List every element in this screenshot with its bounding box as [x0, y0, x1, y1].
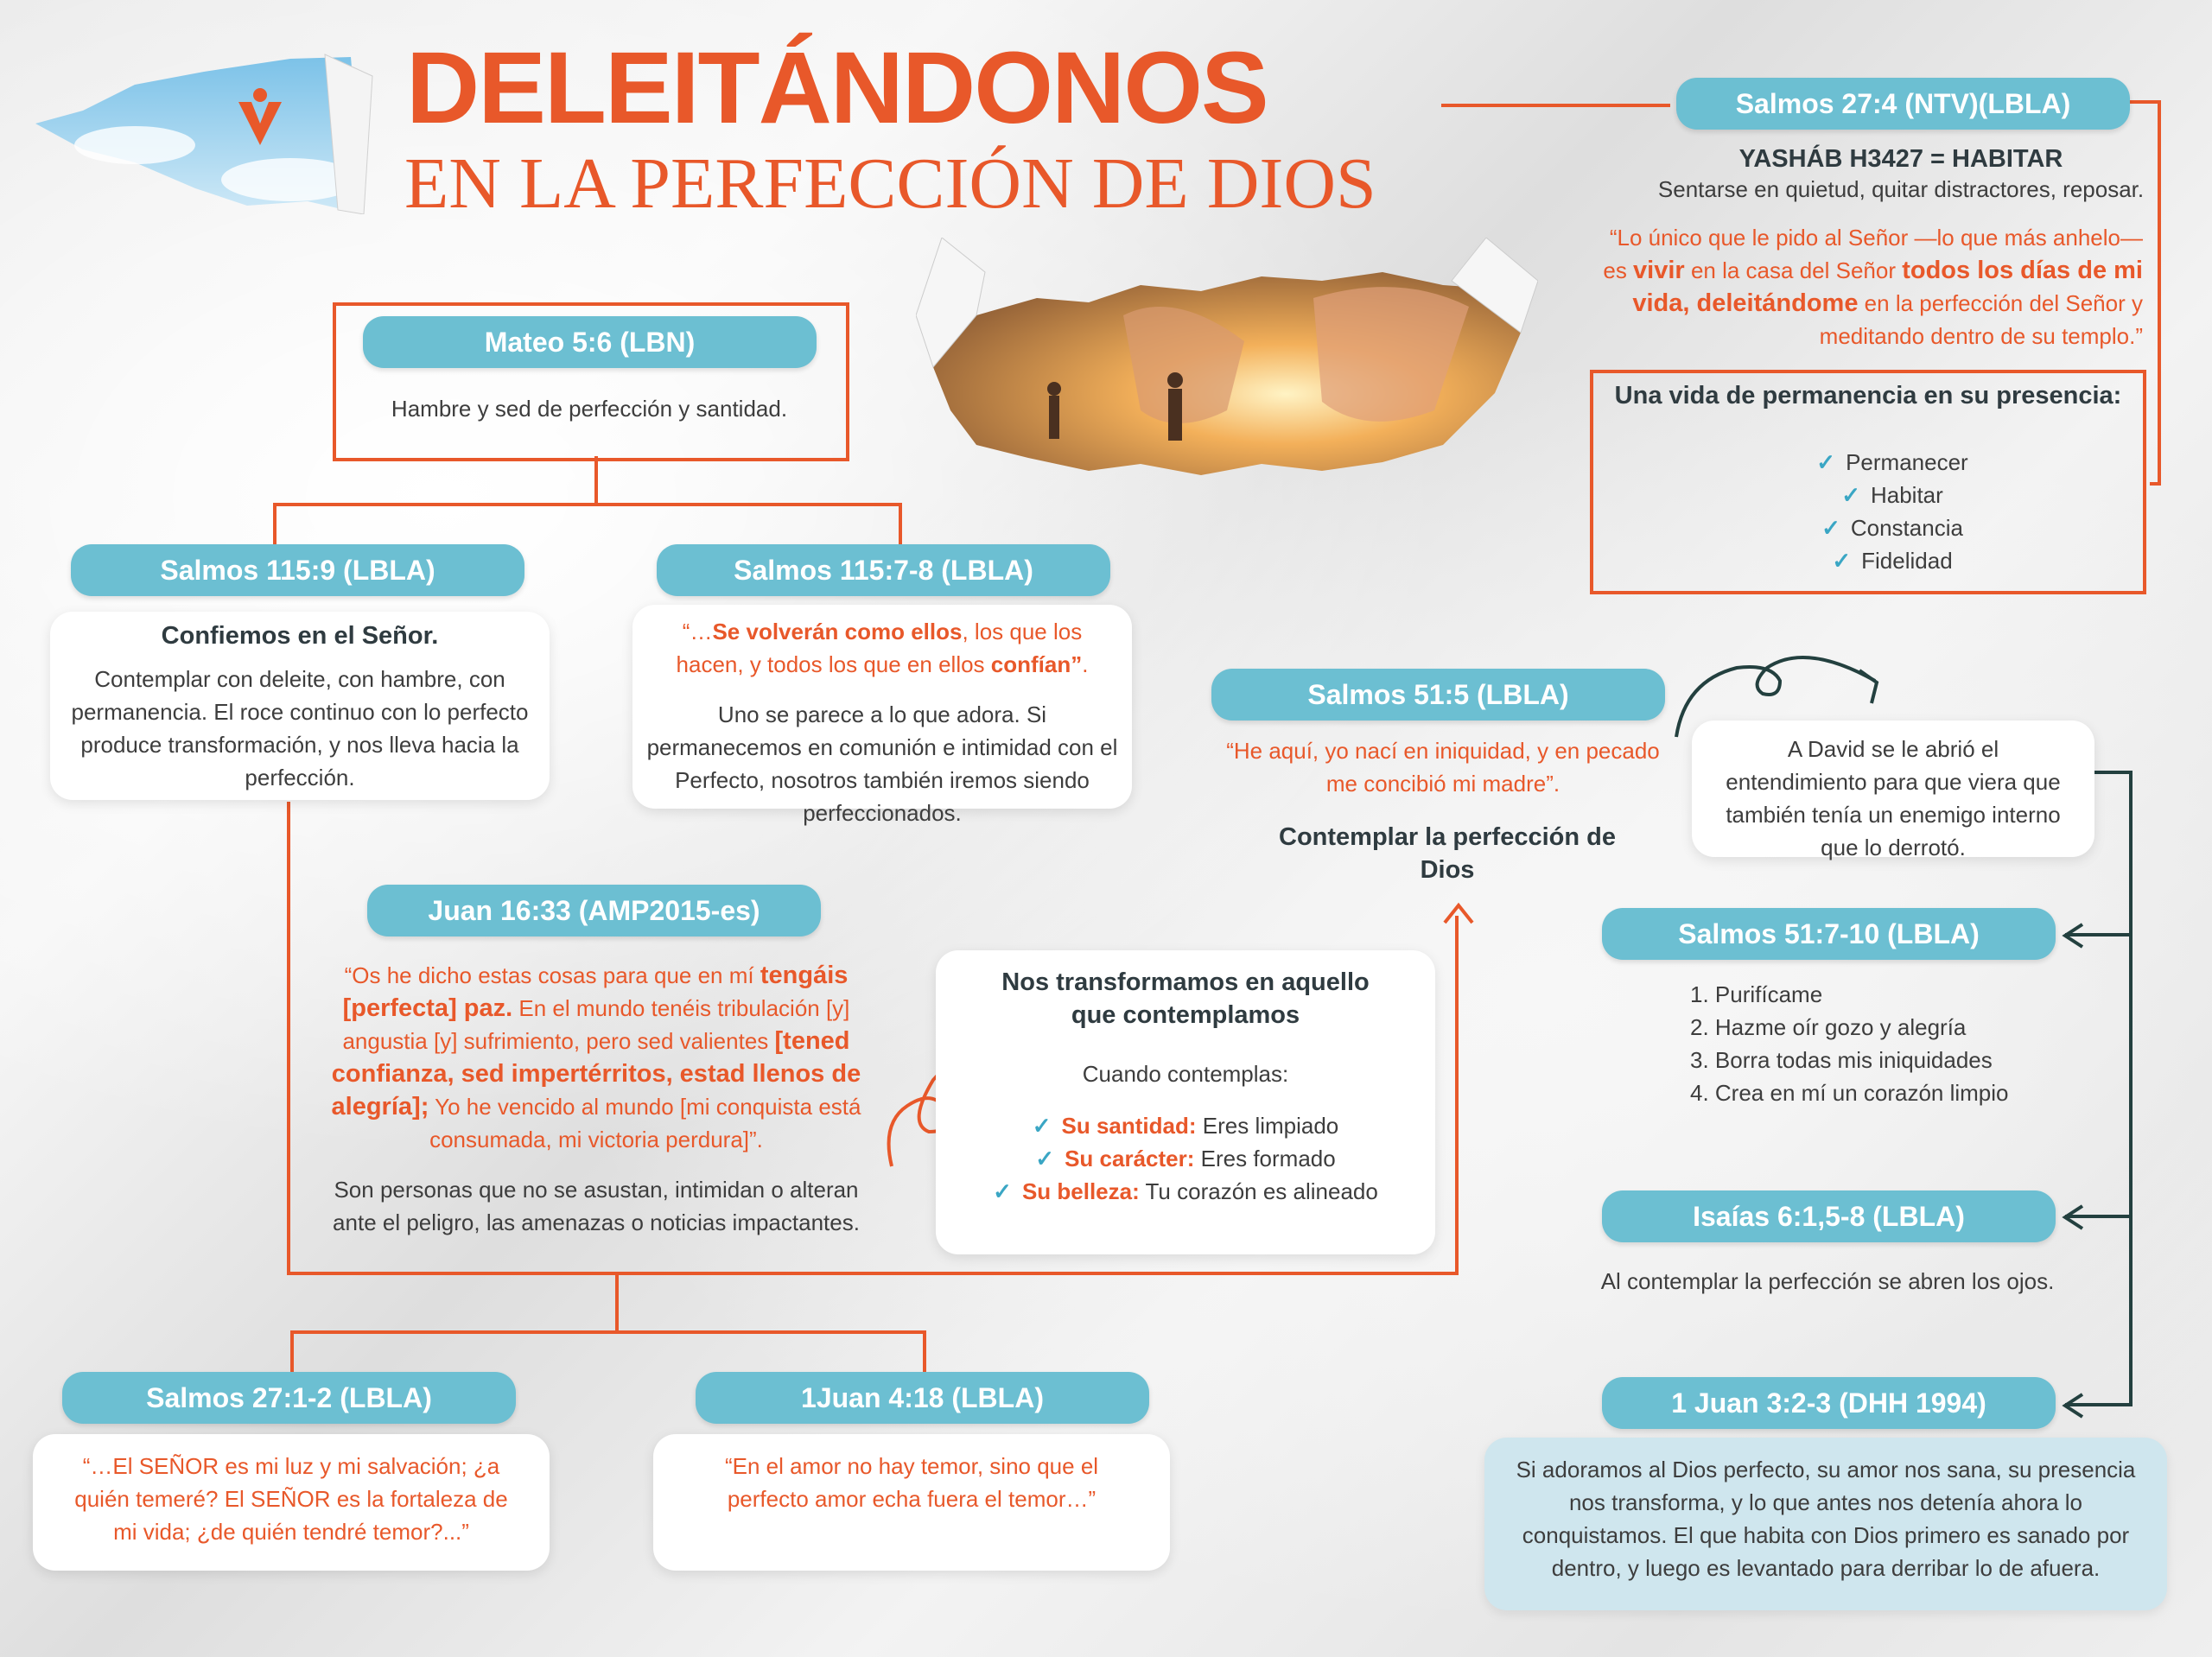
- check-icon: ✓: [1841, 482, 1860, 508]
- juan-4-card: “En el amor no hay temor, sino que el pe…: [653, 1434, 1170, 1571]
- permanencia-list: ✓Permanecer ✓Habitar ✓Constancia ✓Fideli…: [1763, 446, 2022, 577]
- salmos-115-7-text: Uno se parece a lo que adora. Si permane…: [646, 702, 1118, 826]
- juan-3-ref: 1 Juan 3:2-3 (DHH 1994): [1602, 1377, 2056, 1429]
- salmos-51-5-ref: Salmos 51:5 (LBLA): [1211, 669, 1665, 721]
- mateo-box: [333, 302, 849, 461]
- juan-3-text: Si adoramos al Dios perfecto, su amor no…: [1516, 1457, 2136, 1581]
- page-subtitle: EN LA PERFECCIÓN DE DIOS: [404, 143, 1376, 224]
- check-icon: ✓: [1816, 449, 1836, 475]
- permanencia-heading: Una vida de permanencia en su presencia:: [1614, 382, 2122, 409]
- salmos-27-1-card: “…El SEÑOR es mi luz y mi salvación; ¿a …: [33, 1434, 550, 1571]
- permanencia-item: ✓Habitar: [1841, 482, 1943, 508]
- check-icon: ✓: [1032, 1113, 1052, 1139]
- salmos-115-9-text: Contemplar con deleite, con hambre, con …: [71, 666, 529, 790]
- salmos-27-4-quote: “Lo único que le pido al Señor —lo que m…: [1603, 225, 2143, 349]
- juan-4-text: “En el amor no hay temor, sino que el pe…: [724, 1453, 1099, 1512]
- transform-item: ✓Su santidad: Eres limpiado: [1032, 1113, 1339, 1139]
- juan-4-ref: 1Juan 4:18 (LBLA): [696, 1372, 1149, 1424]
- permanencia-item: ✓Permanecer: [1816, 449, 1968, 475]
- david-card: A David se le abrió el entendimiento par…: [1692, 721, 2094, 860]
- permanencia-box: [1590, 370, 2146, 594]
- salmos-51-7-ref: Salmos 51:7-10 (LBLA): [1602, 908, 2056, 960]
- salmos-27-1-ref: Salmos 27:1-2 (LBLA): [62, 1372, 516, 1424]
- salmos-115-9-ref: Salmos 115:9 (LBLA): [71, 544, 524, 596]
- yashab-term: YASHÁB H3427 = HABITAR: [1738, 145, 2063, 173]
- salmos-115-7-card: “…Se volverán como ellos, los que los ha…: [632, 605, 1132, 826]
- david-text: A David se le abrió el entendimiento par…: [1726, 736, 2061, 860]
- salmos-27-4-ref: Salmos 27:4 (NTV)(LBLA): [1676, 78, 2130, 130]
- juan-3-card: Si adoramos al Dios perfecto, su amor no…: [1484, 1438, 2167, 1610]
- check-icon: ✓: [1035, 1146, 1055, 1171]
- transform-intro: Cuando contemplas:: [1082, 1061, 1289, 1087]
- check-icon: ✓: [1821, 515, 1840, 541]
- isaias-ref: Isaías 6:1,5-8 (LBLA): [1602, 1190, 2056, 1242]
- list-item: 2. Hazme oír gozo y alegría: [1690, 1014, 1967, 1040]
- list-item: 1. Purifícame: [1690, 981, 1823, 1007]
- salmos-115-9-heading: Confiemos en el Señor.: [161, 622, 439, 650]
- salmos-51-7-list: 1. Purifícame 2. Hazme oír gozo y alegrí…: [1690, 978, 2070, 1109]
- list-item: 3. Borra todas mis iniquidades: [1690, 1047, 1993, 1073]
- transform-item: ✓Su carácter: Eres formado: [1035, 1146, 1336, 1171]
- mateo-text: Hambre y sed de perfección y santidad.: [391, 396, 788, 422]
- transform-card: Nos transformamos en aquello que contemp…: [936, 950, 1435, 1254]
- juan-16-ref: Juan 16:33 (AMP2015-es): [367, 885, 821, 936]
- check-icon: ✓: [993, 1178, 1012, 1204]
- mateo-ref: Mateo 5:6 (LBN): [363, 316, 817, 368]
- permanencia-item: ✓Constancia: [1821, 515, 1963, 541]
- salmos-115-7-quote: “…Se volverán como ellos, los que los ha…: [676, 619, 1089, 677]
- salmos-115-7-ref: Salmos 115:7-8 (LBLA): [657, 544, 1110, 596]
- juan-16-quote: “Os he dicho estas cosas para que en mí …: [331, 962, 861, 1152]
- transform-item: ✓Su belleza: Tu corazón es alineado: [993, 1178, 1378, 1204]
- yashab-definition: Sentarse en quietud, quitar distractores…: [1657, 176, 2145, 202]
- list-item: 4. Crea en mí un corazón limpio: [1690, 1080, 2009, 1106]
- curly-arrow-icon: [1675, 656, 1879, 738]
- juan-16-text: Son personas que no se asustan, intimida…: [333, 1177, 860, 1235]
- transform-heading: Nos transformamos en aquello que contemp…: [1001, 968, 1370, 1029]
- isaias-text: Al contemplar la perfección se abren los…: [1600, 1268, 2055, 1294]
- torn-photo: [915, 237, 1539, 497]
- page-title: DELEITÁNDONOS: [406, 31, 1269, 145]
- permanencia-item: ✓Fidelidad: [1832, 548, 1953, 574]
- transform-list: ✓Su santidad: Eres limpiado ✓Su carácter…: [936, 1109, 1435, 1208]
- logo: [31, 50, 377, 215]
- salmos-115-9-card: Confiemos en el Señor. Contemplar con de…: [50, 612, 550, 800]
- check-icon: ✓: [1832, 548, 1852, 574]
- contemplar-heading: Contemplar la perfección de Dios: [1279, 823, 1616, 884]
- salmos-51-5-text: “He aquí, yo nací en iniquidad, y en pec…: [1226, 738, 1660, 797]
- salmos-27-1-text: “…El SEÑOR es mi luz y mi salvación; ¿a …: [74, 1453, 508, 1545]
